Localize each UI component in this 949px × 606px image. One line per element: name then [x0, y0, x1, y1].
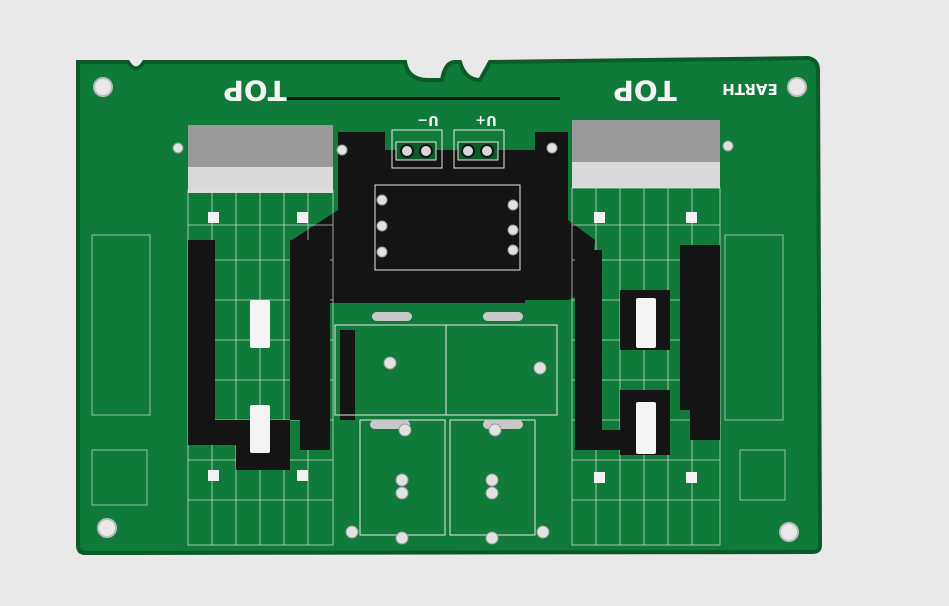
u-minus-label: U−: [417, 112, 438, 127]
mounting-holes: [93, 77, 807, 542]
ic-footprints: [250, 298, 656, 454]
earth-label: EARTH: [722, 80, 778, 98]
square-pads: [208, 212, 697, 483]
side-outlines: [91, 234, 786, 506]
u-plus-label: U+: [475, 112, 496, 127]
top-bus-trace: [280, 97, 560, 100]
heatsink-pads: [188, 120, 720, 193]
heatsink-left: [188, 125, 333, 167]
heatsink-right: [572, 120, 720, 162]
terminal-connectors: [391, 129, 505, 169]
top-label-right: TOP: [613, 74, 676, 107]
silkscreen-grid-right: [571, 187, 721, 546]
top-label-left: TOP: [223, 74, 286, 107]
round-pads: [172, 140, 734, 545]
copper-traces: [188, 240, 720, 470]
